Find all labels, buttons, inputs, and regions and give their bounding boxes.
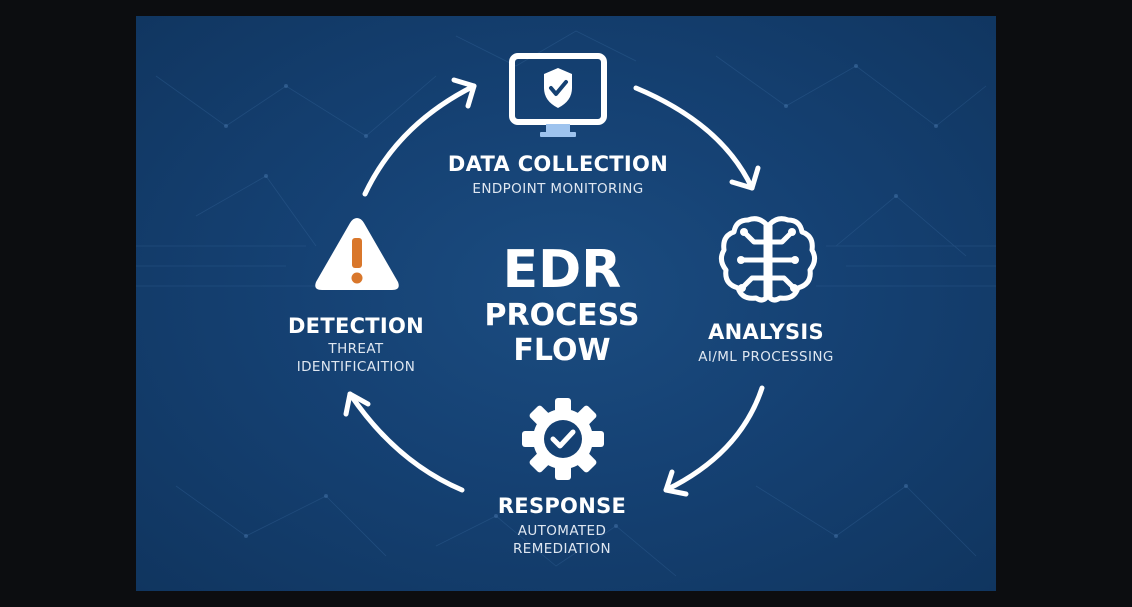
arrow-detection-to-collection	[362, 83, 477, 197]
arrow-collection-to-analysis	[633, 85, 755, 191]
cycle-arrows	[343, 77, 765, 497]
warning-triangle-icon	[315, 218, 399, 290]
center-title-line1: EDR	[502, 240, 622, 300]
response-title: RESPONSE	[497, 494, 627, 518]
analysis-title: ANALYSIS	[708, 320, 824, 344]
detection-title: DETECTION	[287, 314, 425, 338]
center-title-line3: FLOW	[513, 333, 611, 368]
arrow-analysis-to-response	[663, 385, 765, 493]
detection-subtitle-line1: THREAT	[328, 341, 384, 357]
monitor-shield-icon	[509, 53, 607, 137]
brain-circuit-icon	[718, 216, 818, 303]
background-network-pattern	[136, 30, 996, 577]
detection-subtitle-line2: IDENTIFICAITION	[296, 359, 416, 375]
center-title-line2: PROCESS	[484, 298, 640, 333]
gear-check-icon	[522, 398, 604, 480]
response-subtitle-line2: REMEDIATION	[512, 541, 611, 557]
data-collection-title: DATA COLLECTION	[447, 152, 669, 176]
analysis-subtitle: AI/ML PROCESSING	[698, 349, 834, 365]
diagram-panel: DATA COLLECTION ENDPOINT MONITORING ANAL…	[136, 16, 996, 591]
arrow-response-to-detection	[347, 391, 465, 493]
data-collection-subtitle: ENDPOINT MONITORING	[472, 181, 644, 197]
response-subtitle-line1: AUTOMATED	[517, 523, 607, 539]
